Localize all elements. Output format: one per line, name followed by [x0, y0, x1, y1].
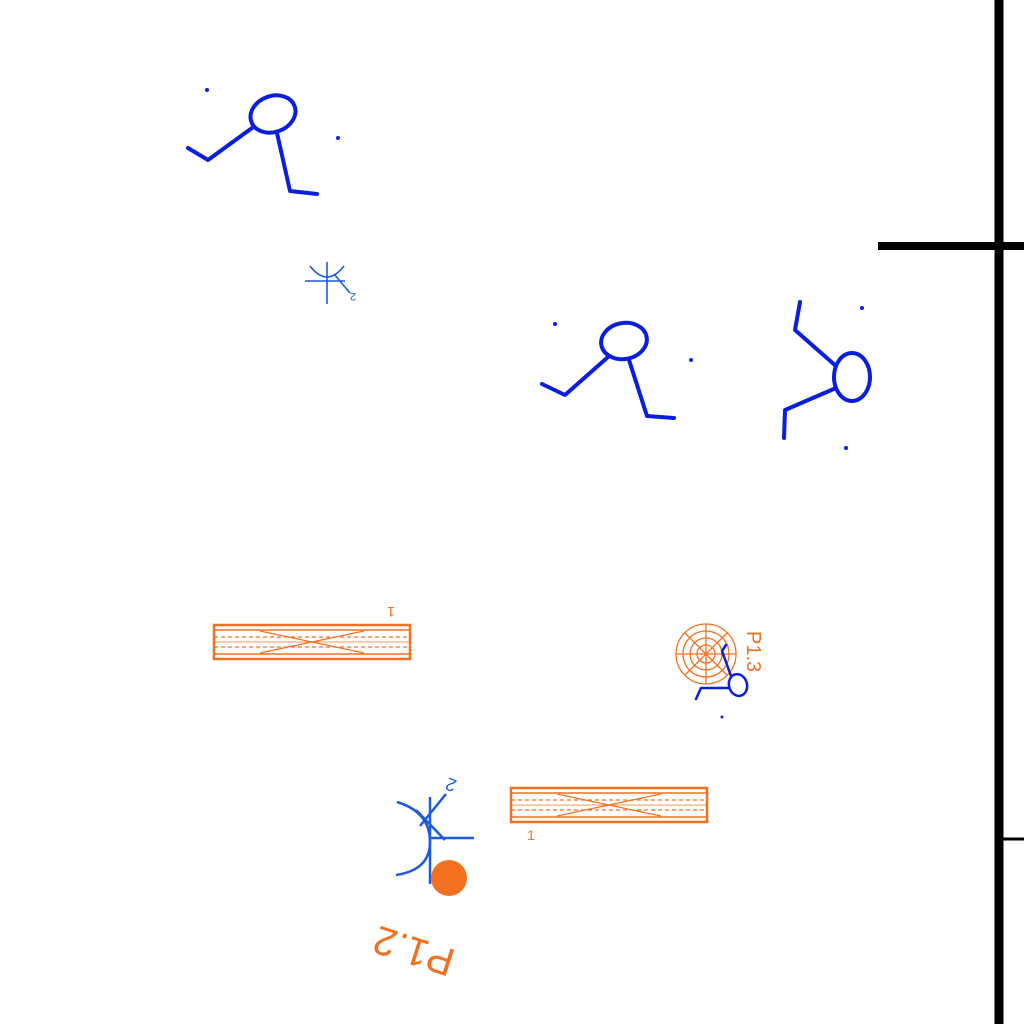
- duct-unit-icon: [212, 623, 412, 661]
- sensor-symbol-icon: [395, 793, 474, 884]
- duct-unit-icon: [509, 786, 709, 824]
- duct-top-number: 1: [387, 604, 395, 620]
- point-label-p1-3: P1.3: [742, 631, 764, 672]
- occupant-figure-icon: [694, 643, 749, 719]
- point-label-p1-2: P1.2: [368, 917, 460, 984]
- sensor-symbol-icon: [305, 262, 351, 304]
- occupant-figure-icon: [782, 300, 872, 450]
- radial-diffuser-icon: [675, 623, 737, 685]
- occupant-figure-icon: [186, 88, 340, 196]
- sensor-small-number: 2: [350, 290, 356, 302]
- sensor-large-number: 2: [443, 774, 459, 796]
- occupant-figure-icon: [540, 320, 693, 420]
- filled-point-icon: [431, 860, 467, 896]
- duct-bottom-number: 1: [527, 827, 535, 843]
- walls: [878, 0, 1024, 1024]
